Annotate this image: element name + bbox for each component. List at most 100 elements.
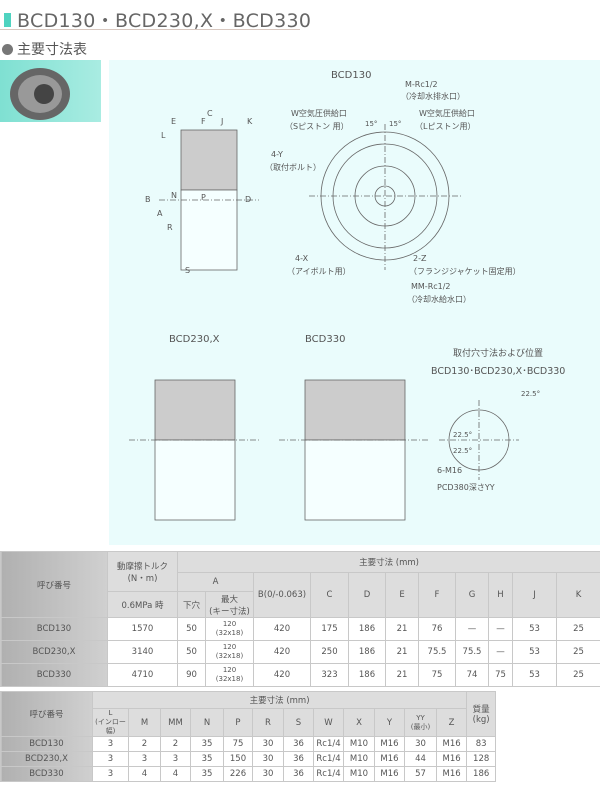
dimension-value: 75.5 (418, 640, 456, 664)
header-name: 呼び番号 (0, 551, 108, 618)
dim-f: F (201, 117, 206, 126)
dimension-value: 21 (385, 663, 419, 687)
dimension-value: 175 (310, 617, 349, 641)
header-a2: 最大 (キー寸法) (205, 591, 254, 618)
label-y-note: （取付ボルト） (265, 162, 321, 172)
dimension-value: 21 (385, 617, 419, 641)
dimension-value: 226 (223, 766, 253, 782)
dimension-value: 30 (252, 751, 284, 767)
a-pilot-value: 50 (177, 640, 206, 664)
mass-value: 186 (466, 766, 497, 782)
label-wl-note: （Lピストン用） (415, 122, 475, 131)
dimension-value: 323 (310, 663, 349, 687)
label-m-note: （冷却水排水口） (401, 91, 465, 101)
mount-angle-2: 22.5° (453, 431, 472, 439)
dimension-value: Rc1/4 (313, 736, 344, 752)
title-divider (0, 29, 300, 30)
model-name: BCD330 (0, 663, 108, 687)
dim-a: A (157, 209, 163, 218)
bcd230-side-view: BCD230,X (129, 334, 259, 521)
dimension-value: 4 (128, 766, 161, 782)
dimension-value: M16 (374, 736, 405, 752)
label-m: M-Rc1/2 (405, 80, 438, 89)
dim-r: R (167, 223, 173, 232)
label-x-note: （アイボルト用） (287, 267, 351, 276)
page-title: BCD130・BCD230,X・BCD330 (4, 6, 311, 33)
dimension-value: 30 (252, 736, 284, 752)
dimension-value: 75.5 (455, 640, 489, 664)
bcd330-label: BCD330 (305, 334, 345, 345)
b-value: 420 (253, 640, 311, 664)
header-e: E (385, 572, 419, 618)
mount-models: BCD130･BCD230,X･BCD330 (431, 366, 565, 377)
dim-c: C (207, 109, 213, 118)
dimension-value: M16 (435, 751, 468, 767)
header-torque-sub: 0.6MPa 時 (107, 591, 178, 618)
bullet-icon (2, 43, 13, 55)
header-g: G (455, 572, 489, 618)
dim-s: S (185, 266, 190, 275)
model-name: BCD330 (0, 766, 93, 782)
dim-e: E (171, 117, 176, 126)
header-f: F (418, 572, 456, 618)
header-main: 主要寸法 (mm) (176, 551, 600, 573)
section-heading: 主要寸法表 (2, 39, 87, 59)
dimension-value: 75 (223, 736, 253, 752)
header-torque: 動摩擦トルク (N・m) (107, 551, 178, 592)
dimension-value: 36 (283, 766, 314, 782)
dimension-value: — (488, 617, 513, 641)
dim-k: K (247, 117, 253, 126)
bcd330-side-view: BCD330 (279, 334, 429, 521)
dimension-value: 35 (190, 766, 224, 782)
torque-value: 1570 (107, 617, 178, 641)
header-j: J (512, 572, 557, 618)
a-pilot-value: 50 (177, 617, 206, 641)
dimension-value: 44 (404, 751, 437, 767)
dimension-value: 25 (555, 617, 600, 641)
header-mass: 質量 (kg) (466, 691, 497, 737)
dimension-value: 35 (190, 736, 224, 752)
a-max-value: 120 (32x18) (205, 640, 254, 664)
title-text: BCD130・BCD230,X・BCD330 (17, 10, 312, 32)
header-b: B(0/-0.063) (253, 572, 311, 618)
dimension-value: 3 (92, 751, 129, 767)
dimension-value: M16 (374, 751, 405, 767)
torque-value: 3140 (107, 640, 178, 664)
mount-angle-3: 22.5° (453, 447, 472, 455)
dimension-value: Rc1/4 (313, 766, 344, 782)
header-a: A (177, 572, 254, 592)
column-header: YY (最小) (404, 708, 437, 737)
mount-holes: 6-M16 (437, 466, 462, 475)
header-c: C (310, 572, 349, 618)
model-name: BCD230,X (0, 751, 93, 767)
dimension-value: — (455, 617, 489, 641)
label-z-note: （フランジジャケット固定用） (409, 266, 521, 276)
dimension-value: M16 (435, 766, 468, 782)
dimension-value: 3 (92, 766, 129, 782)
dimension-value: M16 (374, 766, 405, 782)
label-ws-note: （Sピストン 用） (285, 122, 349, 131)
b-value: 420 (253, 663, 311, 687)
label-x: 4-X (295, 254, 309, 263)
dimension-value: 3 (160, 751, 191, 767)
label-mm: MM-Rc1/2 (411, 282, 451, 291)
dim-d: D (245, 195, 251, 204)
dimension-value: 2 (160, 736, 191, 752)
model-name: BCD230,X (0, 640, 108, 664)
column-header: L (インロー幅) (92, 708, 129, 737)
label-ws: W空気圧供給口 (291, 108, 347, 118)
header-h: H (488, 572, 513, 618)
dimension-value: M16 (435, 736, 468, 752)
column-header: R (252, 708, 284, 737)
dim-l: L (161, 131, 166, 140)
mount-pcd: PCD380深さYY (437, 483, 495, 492)
angle-1: 15° (365, 120, 377, 128)
bcd130-label: BCD130 (331, 70, 371, 81)
bcd130-side-view: C E F J K L B N P A R D S (145, 109, 259, 275)
label-mm-note: （冷却水給水口） (407, 294, 471, 304)
